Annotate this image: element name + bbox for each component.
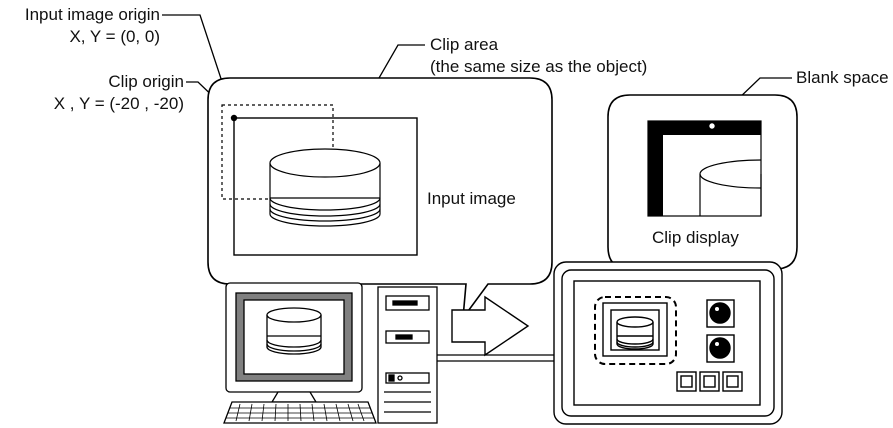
cylinder-object	[269, 148, 381, 227]
computer	[223, 282, 438, 424]
input-origin-coords-label: X, Y = (0, 0)	[69, 27, 160, 46]
panel-cylinder-icon	[616, 316, 654, 350]
clip-origin-label: Clip origin	[108, 72, 184, 91]
input-image-origin-label: Input image origin	[24, 5, 160, 24]
keyboard-keys	[226, 403, 374, 422]
blank-top-bar	[648, 121, 761, 135]
power-panel	[385, 372, 430, 384]
clip-area-label: Clip area	[430, 35, 499, 54]
clip-window-dashed	[594, 296, 677, 365]
clip-area-note-label: (the same size as the object)	[430, 57, 648, 76]
transfer-arrow	[451, 295, 530, 357]
cable	[437, 354, 560, 362]
blank-space-dot	[708, 122, 716, 130]
input-image-callout	[207, 77, 553, 321]
monitor-cylinder-icon	[266, 307, 322, 355]
clip-display-label: Clip display	[652, 228, 739, 247]
blank-space-label: Blank space	[796, 68, 889, 87]
display-unit	[553, 261, 783, 425]
clip-display-callout	[607, 94, 798, 298]
blank-left-bar	[648, 121, 663, 216]
input-image-label: Input image	[427, 189, 516, 208]
input-origin-dot	[230, 114, 238, 122]
clip-display-frame	[647, 120, 762, 217]
clip-cylinder	[699, 159, 762, 216]
clip-origin-coords-label: X , Y = (-20 , -20)	[53, 94, 184, 113]
monitor-stand	[270, 391, 318, 403]
